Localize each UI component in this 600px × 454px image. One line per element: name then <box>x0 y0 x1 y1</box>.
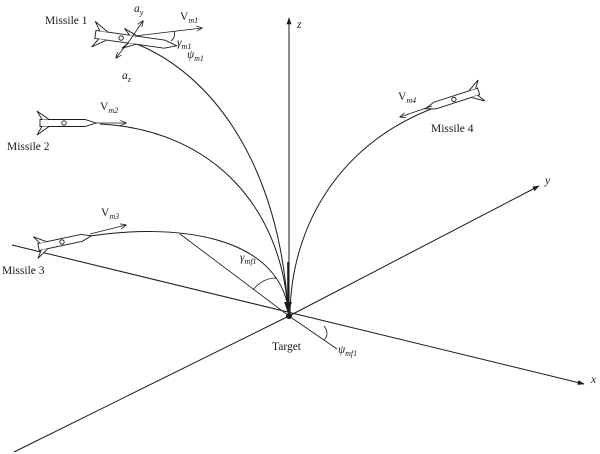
missile-2-label: Missile 2 <box>7 141 50 153</box>
missile-3-label: Missile 3 <box>2 265 45 277</box>
missile-1-ay-label: ay <box>134 3 144 17</box>
missile-3-velocity-vector <box>89 225 126 235</box>
psi-final-reference-line <box>288 315 338 350</box>
missile-1-velocity-label: Vm1 <box>180 11 198 25</box>
trajectories <box>89 39 443 313</box>
x-axis <box>11 244 585 385</box>
missile-1: Missile 1 Vm1 ay az γm1 ψm1 <box>45 3 204 84</box>
missile-1-label: Missile 1 <box>45 15 88 27</box>
y-axis-label: y <box>544 175 551 187</box>
missile-1-psi-label: ψm1 <box>187 49 204 63</box>
coordinate-axes: z y x <box>11 17 597 453</box>
missile-1-az-vector <box>116 39 131 58</box>
missile-3-velocity-label: Vm3 <box>101 207 119 221</box>
x-axis-label: x <box>590 374 597 386</box>
trajectory-missile-4 <box>289 104 443 313</box>
missile-4-velocity-label: Vm4 <box>398 91 416 105</box>
missile-1-ay-vector <box>129 21 143 41</box>
z-axis-label: z <box>296 19 302 31</box>
y-axis-negative <box>13 315 290 453</box>
missile-2-body <box>36 110 98 136</box>
missile-3-body <box>32 233 93 259</box>
trajectory-missile-2 <box>99 123 289 313</box>
trajectory-missile-3 <box>89 231 290 313</box>
missile-1-gamma-arc <box>170 30 175 42</box>
gamma-final-reference-line <box>179 233 290 317</box>
missile-3: Missile 3 Vm3 <box>2 207 126 277</box>
trajectory-missile-1 <box>125 39 289 313</box>
missile-1-velocity-vector <box>134 28 202 37</box>
missile-4-body <box>424 79 486 110</box>
missile-1-az-label: az <box>122 70 132 84</box>
missile-1-gamma-label: γm1 <box>177 37 191 51</box>
y-axis <box>288 185 540 317</box>
gamma-final-arc <box>252 277 278 291</box>
missile-4-velocity-vector <box>400 105 433 117</box>
gamma-final-label: γmf1 <box>240 252 257 266</box>
psi-final-label: ψmf1 <box>338 344 357 358</box>
missile-4-label: Missile 4 <box>431 123 474 135</box>
target-label: Target <box>272 341 302 353</box>
psi-final-arc <box>323 325 328 341</box>
missile-2-velocity-label: Vm2 <box>100 101 118 115</box>
missile-2: Missile 2 Vm2 <box>7 101 126 153</box>
final-angles: γmf1 ψmf1 <box>179 233 357 358</box>
missile-1-body <box>91 20 179 49</box>
impact-point: Target <box>272 262 302 353</box>
missile-4: Missile 4 Vm4 <box>398 79 486 135</box>
